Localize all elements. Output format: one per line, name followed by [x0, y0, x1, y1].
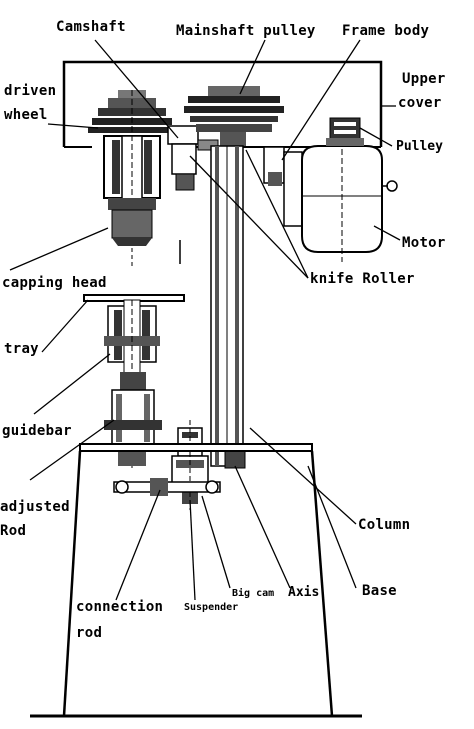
motor-shape: [263, 140, 398, 262]
label-camshaft: Camshaft: [56, 19, 126, 35]
label-motor: Motor: [402, 235, 446, 251]
label-pulley: Pulley: [396, 139, 443, 154]
label-suspender: Suspender: [184, 602, 239, 613]
base-shape: [30, 443, 362, 718]
label-cover: cover: [398, 95, 442, 111]
pulley-shape: [326, 117, 364, 146]
label-upper: Upper: [402, 71, 446, 87]
label-connection-rod: rod: [76, 625, 103, 641]
label-frame-body: Frame body: [342, 23, 430, 39]
label-axis: Axis: [288, 585, 320, 600]
label-guidebar: guidebar: [2, 423, 72, 439]
label-mainshaft-pulley: Mainshaft pulley: [176, 23, 316, 39]
connection-rod-shape: [113, 478, 221, 496]
label-base: Base: [362, 583, 397, 599]
mainshaft-pulley-shape: [184, 86, 284, 146]
label-knife-roller: knife Roller: [310, 271, 415, 287]
label-driven: driven: [4, 83, 57, 99]
leader-lines: [9, 39, 401, 601]
label-capping-head: capping head: [2, 275, 107, 291]
driven-wheel-shape: [88, 90, 176, 246]
label-big-cam: Big cam: [232, 588, 275, 599]
lift-assembly-shape: [104, 299, 162, 470]
column-shape: [210, 145, 246, 469]
label-tray: tray: [4, 341, 39, 357]
label-column: Column: [358, 517, 411, 533]
label-rod: Rod: [0, 523, 27, 539]
label-connection: connection: [76, 599, 164, 615]
label-wheel: wheel: [4, 107, 48, 123]
label-adjusted: adjusted: [0, 499, 70, 515]
